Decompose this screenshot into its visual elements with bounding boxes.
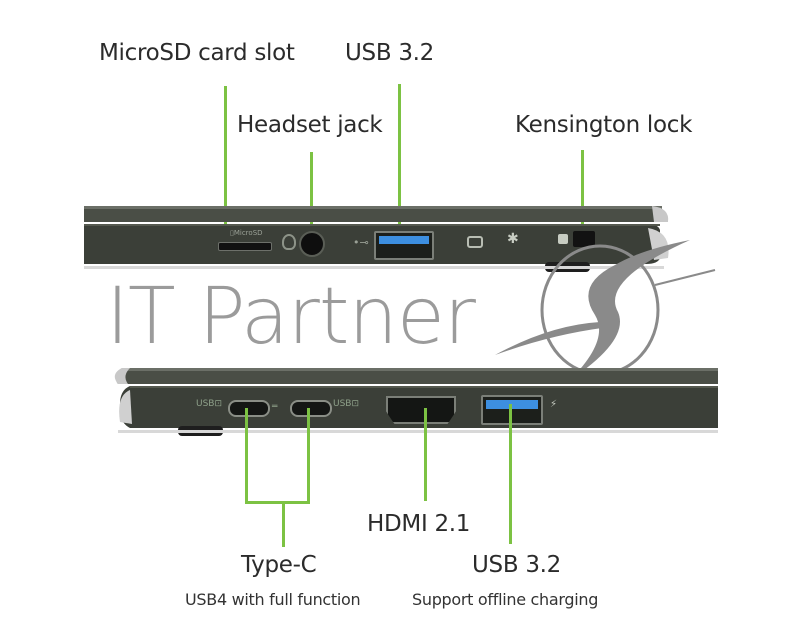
usb-3-2-subtitle-label: Support offline charging [412, 590, 599, 609]
hdmi-callout-line [424, 408, 427, 501]
microsd-callout-line [224, 86, 227, 251]
usb-icon: •⊸ [353, 236, 369, 249]
battery-indicator-icon [467, 236, 483, 248]
hdmi-port [386, 396, 456, 424]
headset-jack [299, 231, 325, 257]
usb-c-link-icon: ═ [272, 402, 278, 412]
usb-c-icon-1: USB⊡ [196, 399, 223, 409]
usb-c-icon-2: USB⊡ [333, 399, 360, 409]
kensington-lock-label: Kensington lock [515, 112, 693, 138]
usb-c-port-2 [290, 400, 332, 417]
typec-subtitle-label: USB4 with full function [185, 590, 361, 609]
usb-top-callout-line [398, 84, 401, 244]
microsd-icon: ▯MicroSD [230, 229, 263, 237]
usb-bottom-callout-line [509, 404, 512, 544]
typec-bracket-horizontal [245, 501, 310, 504]
power-light-icon: ✱ [507, 231, 519, 247]
typec-title-label: Type-C [241, 552, 317, 578]
typec-bracket-stem [282, 501, 285, 547]
usb-3-2-top-label: USB 3.2 [345, 40, 435, 66]
usb-c-port-1 [228, 400, 270, 417]
hdmi-label: HDMI 2.1 [367, 511, 471, 537]
kensington-lock-slot [573, 231, 595, 247]
it-partner-watermark: IT Partner [106, 272, 476, 362]
headset-jack-label: Headset jack [237, 112, 383, 138]
microsd-card-slot [218, 242, 272, 251]
typec-callout-line-1 [245, 408, 248, 504]
lock-icon [558, 234, 568, 244]
usb-3-2-top-port [374, 231, 434, 260]
typec-callout-line-2 [307, 408, 310, 504]
usb-3-2-bottom-port [481, 395, 543, 425]
kensington-callout-line [581, 150, 584, 245]
laptop-top-side-view [84, 206, 669, 272]
headset-icon [282, 234, 296, 250]
usb-3-2-bottom-label: USB 3.2 [472, 552, 562, 578]
microsd-label: MicroSD card slot [99, 40, 295, 66]
headset-callout-line [310, 152, 313, 242]
offline-charging-icon: ⚡ [550, 399, 558, 410]
